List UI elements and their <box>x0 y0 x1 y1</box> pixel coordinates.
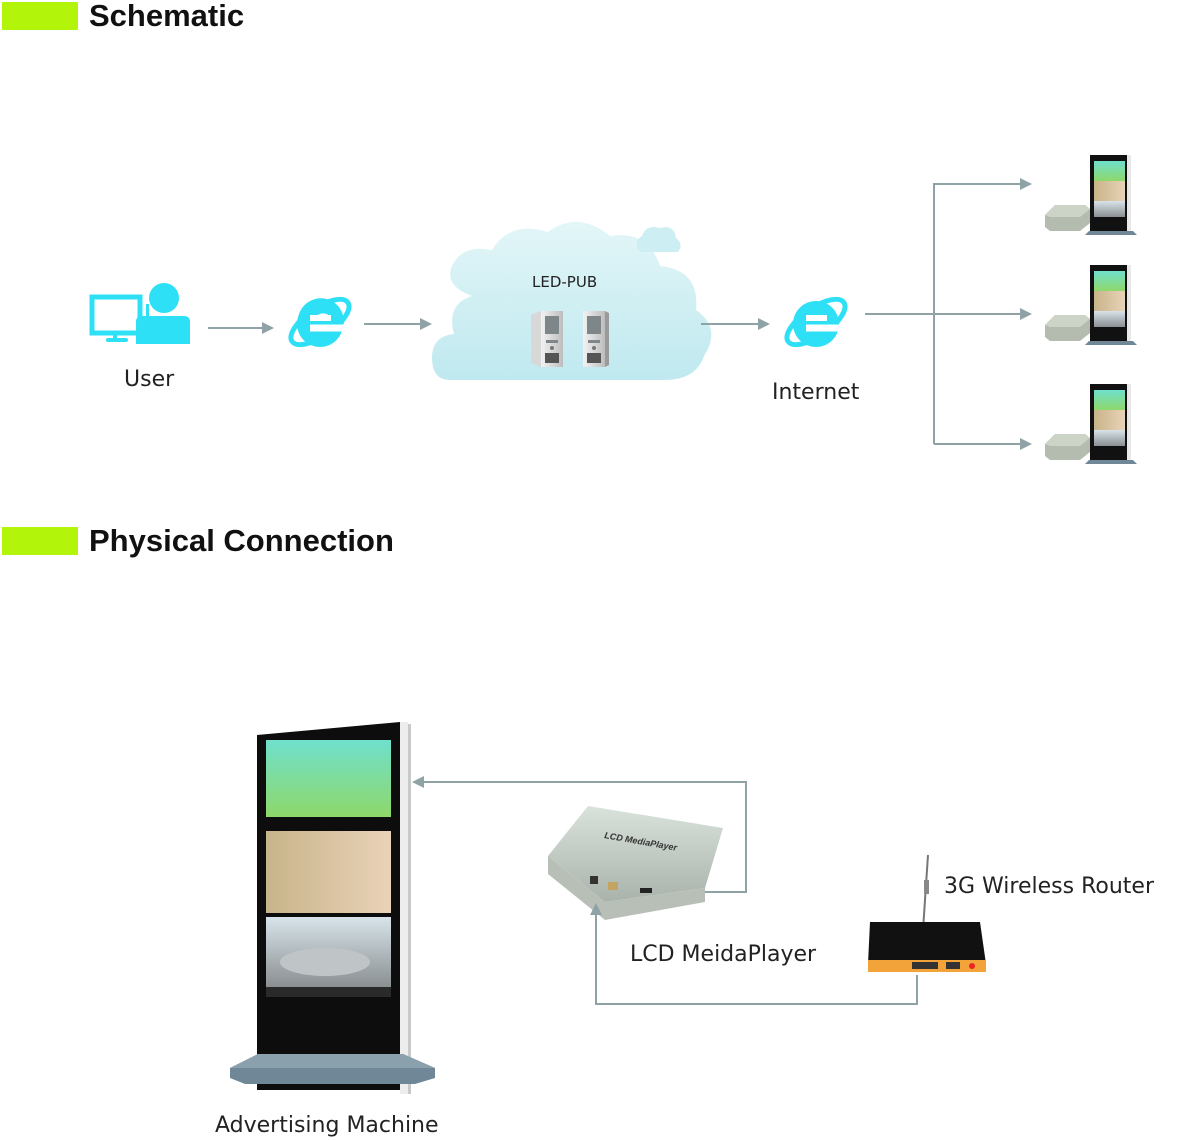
connector-player-to-machine <box>412 776 747 893</box>
media-player-image: LCD MediaPlayer <box>548 806 723 920</box>
connector-router-to-player <box>590 903 918 1005</box>
advertising-machine-image <box>230 722 435 1094</box>
cloud-label: LED-PUB <box>532 273 598 291</box>
advertising-terminal-icon <box>1045 265 1137 345</box>
distribution-connector <box>865 178 1032 450</box>
cloud-servers-icon <box>432 221 712 380</box>
media-player-label: LCD MeidaPlayer <box>630 942 817 967</box>
advertising-terminal-icon <box>1045 155 1137 235</box>
advertising-terminal-icon <box>1045 384 1137 464</box>
advertising-machine-label: Advertising Machine <box>215 1113 439 1138</box>
section-marker-physical <box>2 527 78 555</box>
user-label: User <box>124 367 175 392</box>
screen-panel-cartoon <box>266 740 391 817</box>
internet-explorer-icon <box>784 296 848 348</box>
section-marker-schematic <box>2 2 78 30</box>
router-image <box>868 854 986 972</box>
router-label: 3G Wireless Router <box>944 874 1154 899</box>
section-title-physical: Physical Connection <box>89 523 394 558</box>
section-title-schematic: Schematic <box>89 0 245 33</box>
internet-label: Internet <box>772 380 860 405</box>
internet-explorer-icon <box>288 296 352 348</box>
screen-panel-portrait <box>266 831 391 913</box>
user-computer-icon <box>89 283 190 344</box>
